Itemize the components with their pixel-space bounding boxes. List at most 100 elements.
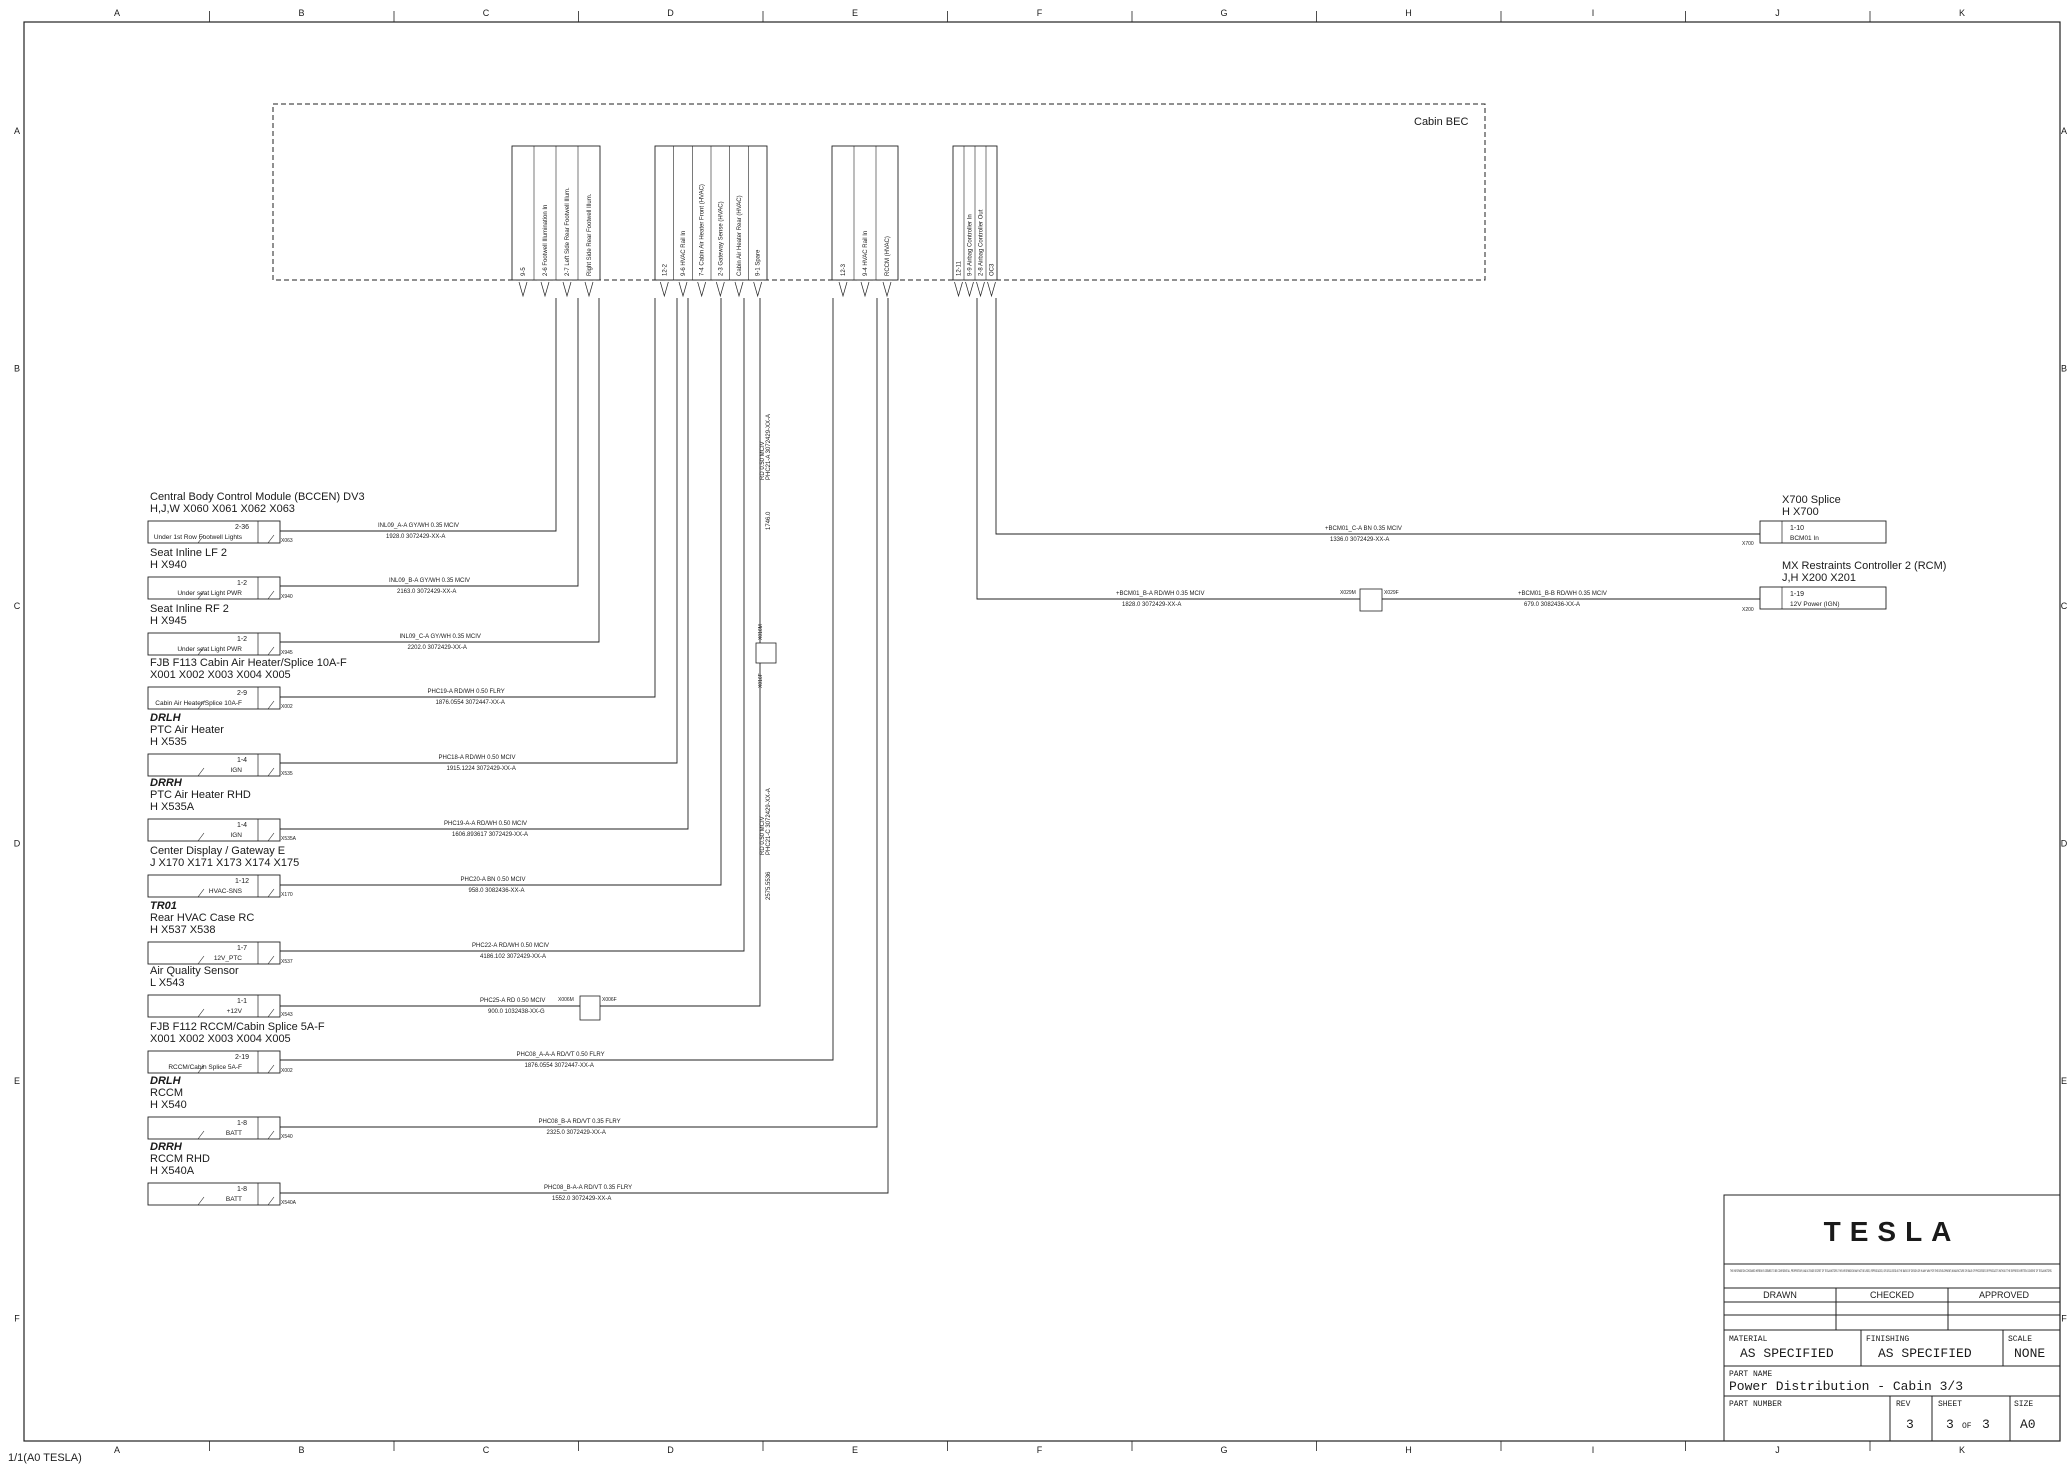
connector-pin: 1-2 [237,636,247,643]
finishing-label: FINISHING [1866,1335,1909,1344]
connector-ids: H X945 [150,615,187,627]
left-wire-9 [280,298,761,1007]
bec-pin-label: 9-4 HVAC Rail In [863,231,869,276]
wire-spec: PHC08_B-A-A RD/VT 0.35 FLRY [544,1185,632,1191]
bec-pin-label: OC3 [990,263,996,276]
left-wire-3 [280,298,600,643]
connector-pin: 1-10 [1790,525,1804,532]
wire-length-part: 900.0 1032438-XX-G [488,1009,545,1015]
size-label: SIZE [2014,1400,2033,1409]
bec-pin-terminal [518,281,528,298]
bec-pin-terminal [562,281,572,298]
connector-ids: H X540A [150,1165,195,1177]
bec-pin-terminal [734,281,744,298]
connector-function: Under 1st Row Footwell Lights [154,534,243,541]
connector-title: FJB F113 Cabin Air Heater/Splice 10A-F [150,657,347,669]
connector-pin: 2-19 [235,1054,249,1061]
connector-harness-tag: DRRH [150,777,183,789]
left-wire-10 [280,298,834,1061]
connector-body [147,1182,281,1206]
connector-pin-mark [197,955,275,965]
grid-col-top-I: I [1592,8,1595,18]
connector-ref: X535 [281,771,293,777]
connector-ids: H X700 [1782,506,1819,518]
connector-ids: H X537 X538 [150,924,215,936]
inline-connector-x016 [755,642,777,664]
right-wire-rcm [976,298,1760,600]
left-wire-6 [280,298,689,830]
bec-pin-label: 9-1 Spare [756,249,762,276]
bec-pin-terminal [987,281,996,298]
wire-length-part: 2163.0 3072429-XX-A [397,589,456,595]
left-wire-2 [280,298,579,587]
bec-pin-terminal [838,281,848,298]
connector-body [147,874,281,898]
connector-harness-tag: DRRH [150,1141,183,1153]
connector-title: Air Quality Sensor [150,965,239,977]
bec-pin-terminal [976,281,985,298]
connector-body [1759,520,1887,544]
cabin-bec-title: Cabin BEC [1414,116,1468,128]
connector-body [147,1050,281,1074]
rev-value: 3 [1906,1417,1914,1432]
connector-pin: 1-8 [237,1186,247,1193]
right-wire-x700 [995,298,1760,535]
connector-pin: 1-19 [1790,591,1804,598]
connector-function: Cabin Air Heater/Splice 10A-F [155,700,242,707]
inline-x016m-label: X016M [758,624,764,640]
wire-length-part: 1336.0 3072429-XX-A [1330,537,1389,543]
grid-col-top-B: B [298,8,304,18]
connector-pin-mark [197,534,275,544]
connector-title: RCCM RHD [150,1153,210,1165]
bec-pin-terminal [584,281,594,298]
bec-pin-label: 9-9 Airbag Controller In [968,214,974,276]
connector-harness-tag: DRLH [150,712,182,724]
connector-ref: X540 [281,1134,293,1140]
confidentiality-notice: THE INFORMATION CONTAINED HEREIN IS DEEM… [1730,1268,2052,1273]
connector-pin: 2-36 [235,524,249,531]
bec-pin-label: 2-6 Footwell Illumination In [543,205,549,276]
connector-function: BATT [226,1130,242,1137]
bec-pin-label: 12-3 [841,263,847,276]
grid-col-bottom-D: D [667,1445,674,1455]
title-block-frame [1723,1194,2061,1442]
connector-ids: H X940 [150,559,187,571]
wire-spec: INL09_C-A GY/WH 0.35 MCIV [400,634,481,640]
grid-col-top-D: D [667,8,674,18]
connector-title: Rear HVAC Case RC [150,912,254,924]
connector-ref: X700 [1742,541,1754,547]
rev-label: REV [1896,1400,1911,1409]
connector-ref: X537 [281,959,293,965]
grid-row-right-B: B [2061,364,2067,374]
connector-title: RCCM [150,1087,183,1099]
connector-pin-mark [197,646,275,656]
wire-length-part: 1606.893617 3072429-XX-A [452,832,528,838]
bec-pin-terminal [954,281,963,298]
grid-row-left-B: B [14,364,20,374]
bec-pin-terminal [540,281,550,298]
inline-x006f-label: X006F [602,997,617,1003]
grid-row-left-C: C [14,601,21,611]
grid-col-top-J: J [1775,8,1780,18]
connector-ids: X001 X002 X003 X004 X005 [150,1033,291,1045]
wire-spec-b: +BCM01_B-B RD/WH 0.35 MCIV [1518,591,1607,597]
grid-col-bottom-F: F [1037,1445,1043,1455]
grid-col-bottom-K: K [1959,1445,1965,1455]
vwire-label-d: RD 0.50 MCIV [760,816,766,855]
connector-pin-mark [197,700,275,710]
connector-ids: L X543 [150,977,184,989]
connector-pin: 1-8 [237,1120,247,1127]
wire-spec: INL09_B-A GY/WH 0.35 MCIV [389,578,470,584]
bec-pin-terminal [753,281,763,298]
wire-length-part-b: 679.0 3082436-XX-A [1524,602,1580,608]
connector-ref: X002 [281,1068,293,1074]
inline-x006m-label: X006M [558,997,574,1003]
